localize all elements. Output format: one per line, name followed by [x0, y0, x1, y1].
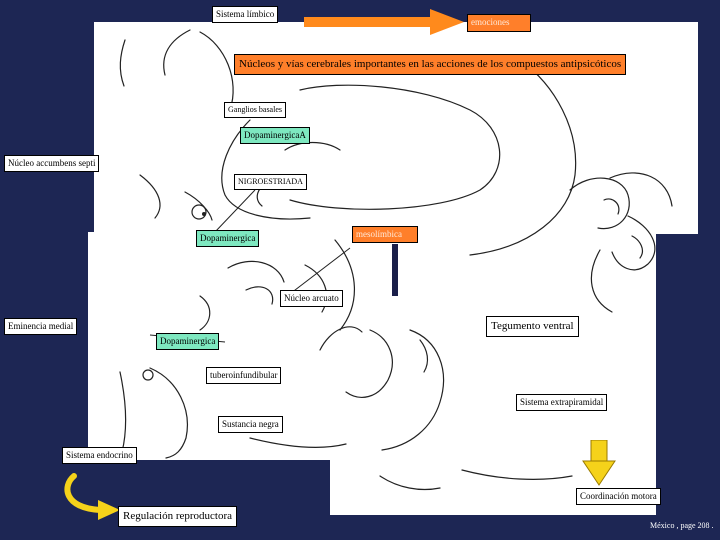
label-ganglios-basales: Ganglios basales: [224, 102, 286, 118]
label-nucleo-accumbens: Núcleo accumbens septi: [4, 155, 100, 172]
label-sistema-limbico: Sistema límbico: [212, 6, 279, 23]
citation-text: México , page 208 .: [650, 521, 714, 530]
label-emociones: emociones: [467, 14, 531, 32]
label-coordinacion-motora: Coordinación motora: [576, 488, 661, 505]
mesolimbic-pathway-bar: [392, 244, 398, 296]
label-sistema-endocrino: Sistema endocrino: [62, 447, 137, 464]
label-sistema-extrapiramidal: Sistema extrapiramidal: [516, 394, 608, 411]
label-mesolimbica: mesolímbica: [352, 226, 418, 243]
label-dopaminergica-a: DopaminergicaA: [240, 127, 310, 144]
label-nucleo-arcuato: Núcleo arcuato: [280, 290, 343, 307]
curved-arrow-icon: [64, 473, 120, 520]
down-arrow-icon: [582, 440, 616, 486]
label-tuberoinfundibular: tuberoinfundibular: [206, 367, 282, 384]
label-nigroestriada: NIGROESTRIADA: [234, 174, 307, 190]
label-regulacion-reproductora: Regulación reproductora: [118, 506, 238, 528]
label-sustancia-negra: Sustancia negra: [218, 416, 283, 433]
label-eminencia-medial: Eminencia medial: [4, 318, 78, 335]
right-arrow-icon: [304, 9, 464, 35]
label-dopaminergica-2: Dopaminergica: [156, 333, 220, 350]
label-dopaminergica-1: Dopaminergica: [196, 230, 260, 247]
label-tegumento-ventral: Tegumento ventral: [486, 316, 579, 338]
diagram-title: Núcleos y vías cerebrales importantes en…: [234, 54, 627, 76]
